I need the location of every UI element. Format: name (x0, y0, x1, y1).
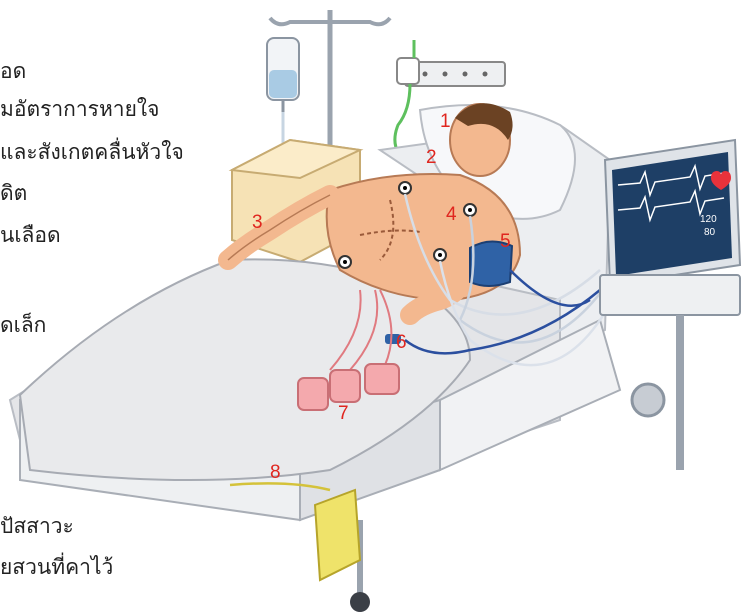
callout-6: 6 (396, 333, 407, 352)
callout-1: 1 (440, 112, 451, 131)
callout-5: 5 (500, 232, 511, 251)
legend-line-1: อด (0, 55, 32, 88)
legend-line-7: ปัสสาวะ (0, 510, 80, 543)
callout-3: 3 (252, 213, 263, 232)
callout-4: 4 (446, 205, 457, 224)
callout-2: 2 (426, 148, 437, 167)
monitor-value-top: 120 (700, 214, 717, 225)
callout-8: 8 (270, 463, 281, 482)
legend-line-4: ดิต (0, 177, 33, 210)
legend-line-6: ดเล็ก (0, 309, 52, 342)
wall-outlet-panel (397, 40, 505, 86)
legend-line-5: นเลือด (0, 219, 67, 252)
legend-line-8: ยสวนที่คาไว้ (0, 551, 119, 584)
monitor-value-bottom: 80 (704, 227, 716, 238)
legend-line-2: มอัตราการหายใจ (0, 93, 165, 126)
callout-7: 7 (338, 404, 349, 423)
legend-line-3: และสังเกตคลื่นหัวใจ (0, 136, 190, 169)
patient-monitor: 120 80 (600, 140, 740, 470)
